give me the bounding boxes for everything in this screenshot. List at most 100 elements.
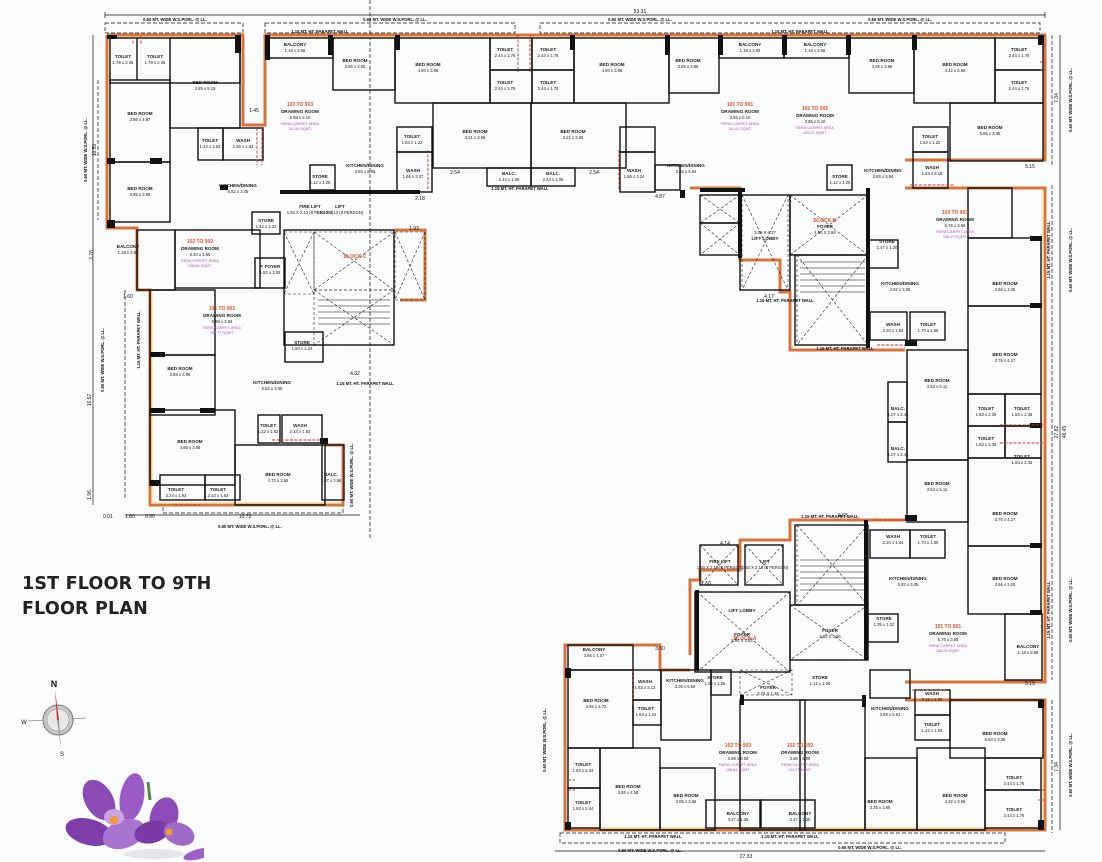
svg-text:TOILET: TOILET [404, 134, 420, 139]
svg-text:KITCHEN/DINING: KITCHEN/DINING [666, 678, 704, 683]
svg-text:2.20 x 1.64: 2.20 x 1.64 [883, 328, 904, 333]
svg-text:1.83 x 2.36: 1.83 x 2.36 [1012, 412, 1033, 417]
svg-text:1.66 x 3.24: 1.66 x 3.24 [624, 174, 645, 179]
svg-text:101 TO 901: 101 TO 901 [209, 306, 236, 312]
svg-text:4.88 x 3.66: 4.88 x 3.66 [180, 445, 201, 450]
svg-text:TOILET: TOILET [920, 534, 936, 539]
svg-text:LIFT LOBBY: LIFT LOBBY [751, 236, 778, 241]
svg-text:BALC.: BALC. [502, 171, 516, 176]
svg-text:3.76 x 4.27: 3.76 x 4.27 [995, 358, 1016, 363]
svg-text:TOILET: TOILET [575, 800, 591, 805]
svg-text:3.66 x 3.05: 3.66 x 3.05 [995, 287, 1016, 292]
svg-text:BALCONY: BALCONY [583, 647, 606, 652]
svg-text:BED ROOM: BED ROOM [982, 731, 1007, 736]
svg-text:LIFT: LIFT [760, 559, 770, 564]
svg-text:1.15 MT. HT. PARAPET WALL: 1.15 MT. HT. PARAPET WALL [136, 311, 141, 369]
svg-text:WASH: WASH [925, 165, 939, 170]
svg-text:2.44 x 1.06: 2.44 x 1.06 [543, 177, 564, 182]
svg-text:1.18 x 3.66: 1.18 x 3.66 [285, 48, 306, 53]
svg-text:TOILET: TOILET [924, 722, 940, 727]
svg-text:1.18 x 3.66: 1.18 x 3.66 [805, 48, 826, 53]
svg-text:1.60: 1.60 [701, 581, 711, 587]
svg-text:2.44 x 1.76: 2.44 x 1.76 [538, 86, 559, 91]
svg-text:1.12 x 1.26: 1.12 x 1.26 [830, 180, 851, 185]
svg-text:1.12 x 1.26: 1.12 x 1.26 [810, 681, 831, 686]
svg-text:3.66 x 3.05: 3.66 x 3.05 [345, 64, 366, 69]
svg-text:0.60 MT. WIDE W.S.PORL. @ LL.: 0.60 MT. WIDE W.S.PORL. @ LL. [1068, 228, 1073, 292]
svg-text:6.65: 6.65 [838, 513, 848, 519]
svg-text:6.40 x 3.66: 6.40 x 3.66 [190, 252, 211, 257]
svg-text:1.96: 1.96 [87, 490, 93, 500]
svg-text:FOYER: FOYER [734, 632, 751, 637]
svg-text:5.94 X 3.64: 5.94 X 3.64 [731, 638, 753, 643]
svg-text:0.60 MT. WIDE W.S.PORL. @ LL.: 0.60 MT. WIDE W.S.PORL. @ LL. [608, 17, 672, 22]
svg-text:104.77 SQMT.: 104.77 SQMT. [788, 768, 812, 772]
svg-text:1.63 x 1.22: 1.63 x 1.22 [402, 140, 423, 145]
svg-text:1.83 X 2.13 (8 PERSON): 1.83 X 2.13 (8 PERSON) [287, 210, 334, 215]
svg-text:6.76 x 3.66: 6.76 x 3.66 [938, 637, 959, 642]
svg-text:KITCHEN/DINING: KITCHEN/DINING [253, 380, 291, 385]
svg-text:1.83 x 2.13: 1.83 x 2.13 [635, 685, 656, 690]
svg-text:3.52 X 3.66: 3.52 X 3.66 [819, 634, 841, 639]
svg-text:TOILET: TOILET [115, 54, 131, 59]
svg-text:0.60 MT. WIDE W.S.PORL. @ LL.: 0.60 MT. WIDE W.S.PORL. @ LL. [1068, 733, 1073, 797]
svg-text:TOILET: TOILET [210, 487, 226, 492]
svg-text:BED ROOM: BED ROOM [560, 129, 585, 134]
svg-text:3.35 x 3.66: 3.35 x 3.66 [870, 805, 891, 810]
columns [107, 35, 1044, 830]
svg-text:BED ROOM: BED ROOM [992, 511, 1017, 516]
svg-text:RERA CARPET AREA: RERA CARPET AREA [796, 126, 834, 130]
svg-text:6.76 x 3.66: 6.76 x 3.66 [945, 223, 966, 228]
svg-text:1.18 x 3.66: 1.18 x 3.66 [118, 250, 139, 255]
duct-lines [132, 35, 1045, 801]
svg-text:1.15 MT. HT. PARAPET WALL: 1.15 MT. HT. PARAPET WALL [801, 514, 859, 519]
svg-text:TOILET: TOILET [1006, 807, 1022, 812]
svg-text:1.83 x 2.34: 1.83 x 2.34 [573, 768, 594, 773]
svg-text:STORE: STORE [312, 174, 328, 179]
svg-text:BED ROOM: BED ROOM [342, 58, 367, 63]
svg-text:2.24 x 1.63: 2.24 x 1.63 [166, 493, 187, 498]
svg-text:4.60 x 3.66: 4.60 x 3.66 [602, 68, 623, 73]
svg-text:1.15 MT. HT. PARAPET WALL: 1.15 MT. HT. PARAPET WALL [816, 346, 874, 351]
svg-text:P. FOYER: P. FOYER [260, 264, 282, 269]
svg-text:RERA CARPET AREA: RERA CARPET AREA [936, 230, 974, 234]
svg-text:BED ROOM: BED ROOM [992, 352, 1017, 357]
svg-text:TOILET: TOILET [922, 134, 938, 139]
svg-text:53.31: 53.31 [634, 9, 647, 15]
svg-text:TOILET: TOILET [1011, 80, 1027, 85]
svg-text:1.15 MT. HT. PARAPET WALL: 1.15 MT. HT. PARAPET WALL [624, 834, 682, 839]
svg-text:BLOCK-B: BLOCK-B [813, 218, 836, 224]
svg-text:1.63 x 1.22: 1.63 x 1.22 [920, 140, 941, 145]
svg-text:106.23 SQMT.: 106.23 SQMT. [943, 235, 967, 239]
svg-text:RERA CARPET AREA: RERA CARPET AREA [203, 326, 241, 330]
svg-text:1.76 x 2.45: 1.76 x 2.45 [113, 60, 134, 65]
svg-text:3.21 x 3.66: 3.21 x 3.66 [563, 135, 584, 140]
svg-text:TOILET: TOILET [202, 138, 218, 143]
svg-text:BLOCK-A: BLOCK-A [733, 636, 756, 642]
svg-text:3.88 x 5.19: 3.88 x 5.19 [195, 86, 216, 91]
svg-text:106.81 SQMT.: 106.81 SQMT. [726, 768, 750, 772]
svg-text:1.66 x 3.37: 1.66 x 3.37 [403, 174, 424, 179]
unit-labels: 103 TO 903 DRAWING ROOM 3.98 x 6.10 RERA… [181, 102, 974, 772]
compass-icon: N W E S [21, 679, 86, 758]
svg-text:3.53 x 5.11: 3.53 x 5.11 [927, 384, 948, 389]
svg-text:TOILET: TOILET [497, 47, 513, 52]
svg-text:0.01: 0.01 [103, 514, 113, 520]
svg-text:0.60 MT. WIDE W.S.PORL. @ LL.: 0.60 MT. WIDE W.S.PORL. @ LL. [83, 118, 88, 182]
svg-text:RERA CARPET AREA: RERA CARPET AREA [719, 763, 757, 767]
svg-text:1.07 x 2.44: 1.07 x 2.44 [888, 412, 909, 417]
svg-text:2.44 x 1.76: 2.44 x 1.76 [1009, 86, 1030, 91]
svg-text:BED ROOM: BED ROOM [177, 439, 202, 444]
svg-text:3.18 x 1.59: 3.18 x 1.59 [922, 697, 943, 702]
svg-text:1.47 x 1.20: 1.47 x 1.20 [877, 245, 898, 250]
svg-text:1.78 x 2.45: 1.78 x 2.45 [145, 60, 166, 65]
svg-text:0.60 MT. WIDE W.S.PORL. @ LL.: 0.60 MT. WIDE W.S.PORL. @ LL. [349, 443, 354, 507]
svg-text:TOILET: TOILET [260, 423, 276, 428]
svg-text:TOILET: TOILET [540, 80, 556, 85]
svg-text:BALC.: BALC. [891, 446, 905, 451]
svg-text:0.60 MT. WIDE W.S.PORL. @ LL.: 0.60 MT. WIDE W.S.PORL. @ LL. [363, 17, 427, 22]
svg-text:1.82 x 3.05: 1.82 x 3.05 [260, 270, 281, 275]
svg-text:KITCHEN/DINING: KITCHEN/DINING [881, 281, 919, 286]
svg-text:WASH: WASH [925, 691, 939, 696]
svg-text:1.22 x 1.63: 1.22 x 1.63 [200, 144, 221, 149]
